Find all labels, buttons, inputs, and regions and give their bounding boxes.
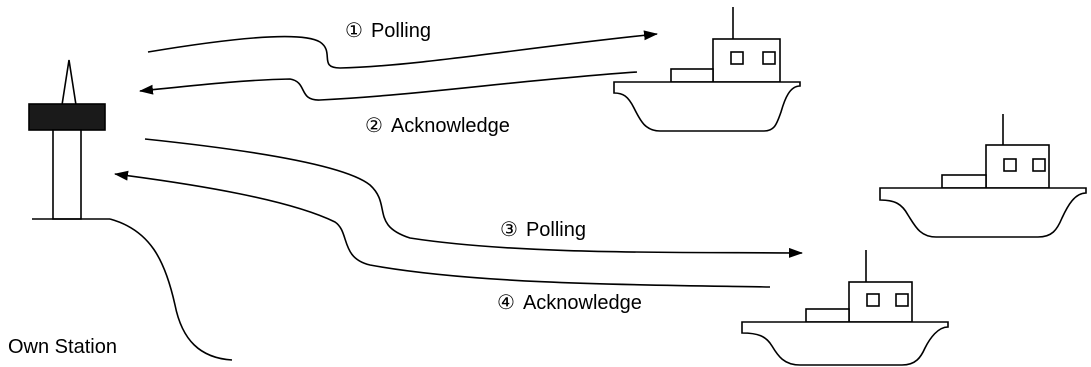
polling-arrow-1 [147, 30, 658, 69]
ship-2-window-2 [1032, 158, 1046, 172]
message-number: ③ [500, 219, 518, 241]
own-station-label: Own Station [8, 336, 117, 358]
coastline [109, 218, 233, 361]
ship-3-window-2 [895, 293, 909, 307]
polling-arrow-3 [144, 138, 803, 258]
acknowledge-label-4: ④ Acknowledge [497, 293, 642, 313]
ship-2-deckhouse [941, 174, 987, 189]
acknowledge-arrow-4 [114, 170, 771, 288]
message-text: Polling [525, 219, 586, 241]
ship-3-window-1 [866, 293, 880, 307]
ship-1 [613, 7, 801, 132]
acknowledge-arrow-2 [139, 71, 638, 101]
ship-3 [741, 250, 949, 366]
ship-3-deckhouse [805, 308, 850, 323]
message-number: ④ [497, 292, 515, 314]
ship-1-window-1 [730, 51, 744, 65]
station-pillar [52, 129, 82, 220]
ship-1-window-2 [762, 51, 776, 65]
ship-3-hull [741, 321, 949, 366]
ship-2-window-1 [1003, 158, 1017, 172]
acknowledge-label-2: ② Acknowledge [365, 116, 510, 136]
ship-1-deckhouse [670, 68, 714, 83]
ship-2-hull [879, 187, 1087, 238]
polling-label-1: ① Polling [345, 21, 431, 41]
message-text: Polling [370, 20, 431, 42]
message-number: ① [345, 20, 363, 42]
message-text: Acknowledge [390, 115, 510, 137]
message-number: ② [365, 115, 383, 137]
ship-1-hull [613, 81, 801, 132]
own-station [28, 59, 233, 361]
polling-label-3: ③ Polling [500, 220, 586, 240]
ship-2 [879, 114, 1087, 238]
station-antenna [61, 59, 77, 106]
station-band [28, 103, 106, 131]
message-text: Acknowledge [522, 292, 642, 314]
